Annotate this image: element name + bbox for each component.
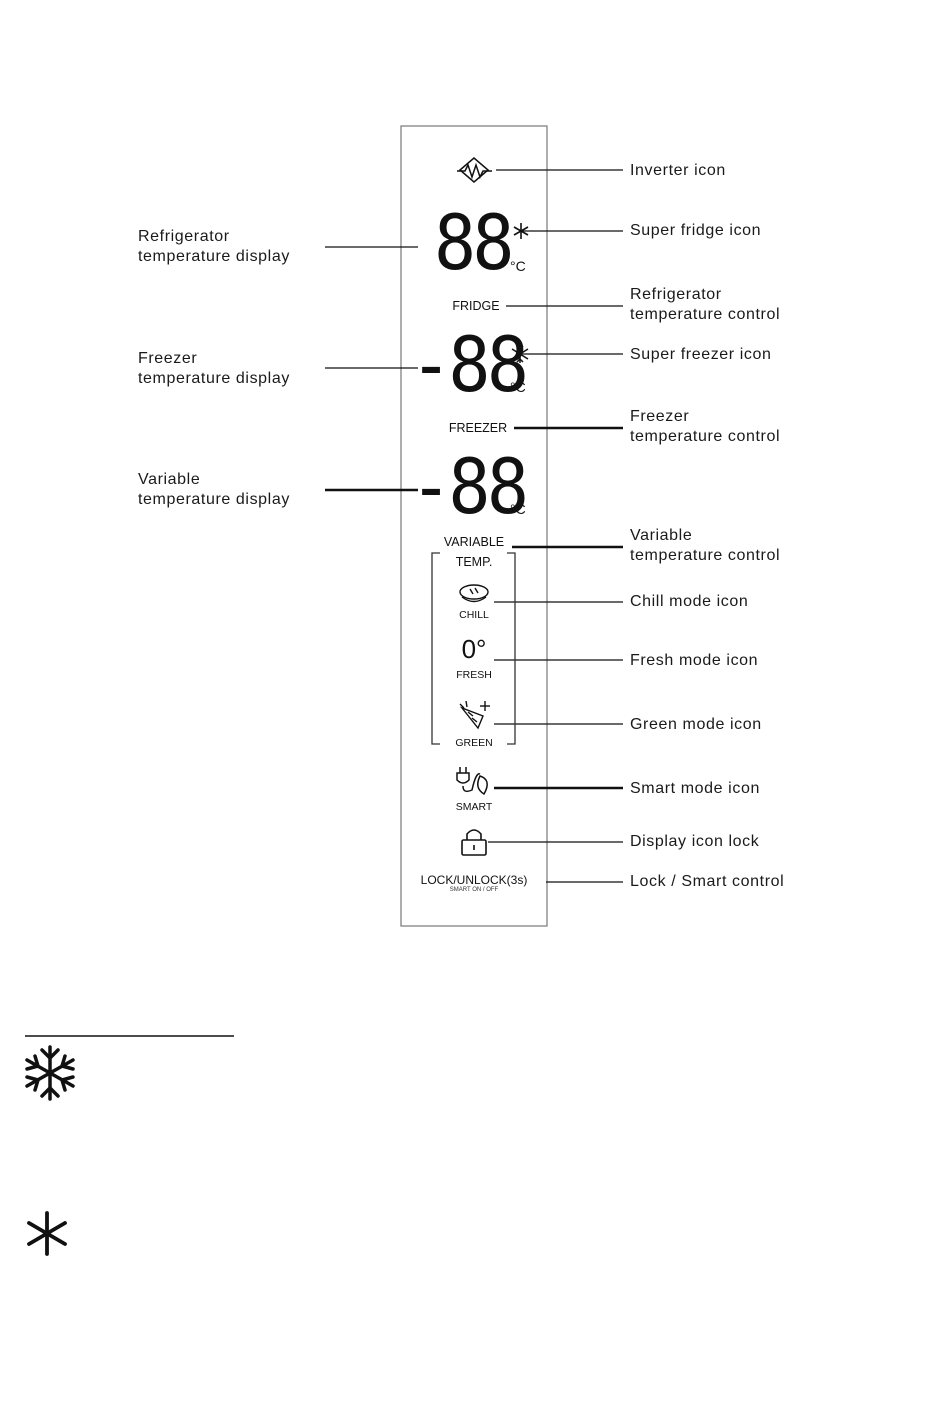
fresh-icon: 0° <box>461 634 487 664</box>
variable-control-label[interactable]: VARIABLE <box>443 535 505 549</box>
smart-mode-icon <box>456 767 488 796</box>
mode-group-bracket <box>431 552 516 745</box>
fridge-temperature-display: 88 <box>434 198 514 287</box>
label-freezer-display: Freezer temperature display <box>138 350 290 387</box>
smart-on-off-label: SMART ON / OFF <box>449 887 499 893</box>
label-green-mode-icon: Green mode icon <box>630 716 762 733</box>
inverter-icon <box>457 157 492 183</box>
fridge-unit: °C <box>510 258 526 274</box>
super-fridge-icon <box>513 223 529 239</box>
variable-unit: °C <box>510 501 526 517</box>
green-label: GREEN <box>455 737 493 749</box>
chill-label: CHILL <box>459 609 489 621</box>
green-mode-icon <box>459 700 490 730</box>
label-display-icon-lock: Display icon lock <box>630 833 760 850</box>
label-fresh-mode-icon: Fresh mode icon <box>630 652 759 669</box>
freezer-control-label[interactable]: FREEZER <box>448 421 508 435</box>
super-freezer-snowflake-icon <box>25 1045 75 1101</box>
label-variable-control: Variable temperature control <box>630 527 781 564</box>
variable-temperature-display: -88 <box>410 442 529 531</box>
chill-icon <box>459 584 489 603</box>
label-variable-display: Variable temperature display <box>138 471 290 508</box>
smart-label: SMART <box>455 801 493 813</box>
label-super-fridge-icon: Super fridge icon <box>630 222 762 239</box>
label-fridge-control: Refrigerator temperature control <box>630 286 781 323</box>
freezer-unit: °C <box>510 379 526 395</box>
label-inverter-icon: Inverter icon <box>630 162 726 179</box>
panel-outline <box>400 125 548 927</box>
super-freezer-icon <box>511 345 529 363</box>
label-smart-mode-icon: Smart mode icon <box>630 780 760 797</box>
freezer-temperature-display: -88 <box>410 320 529 409</box>
lock-icon <box>461 829 487 856</box>
fresh-label: FRESH <box>456 669 492 681</box>
lock-unlock-control-label[interactable]: LOCK/UNLOCK(3s) <box>420 873 528 887</box>
label-refrigerator-display: Refrigerator temperature display <box>138 228 290 265</box>
label-lock-smart-control: Lock / Smart control <box>630 873 785 890</box>
label-freezer-control: Freezer temperature control <box>630 408 781 445</box>
label-chill-mode-icon: Chill mode icon <box>630 593 749 610</box>
variable-control-label-line2: TEMP. <box>455 555 493 569</box>
label-super-freezer-icon: Super freezer icon <box>630 346 772 363</box>
super-fridge-asterisk-icon <box>27 1211 67 1256</box>
fridge-control-label[interactable]: FRIDGE <box>452 299 500 313</box>
